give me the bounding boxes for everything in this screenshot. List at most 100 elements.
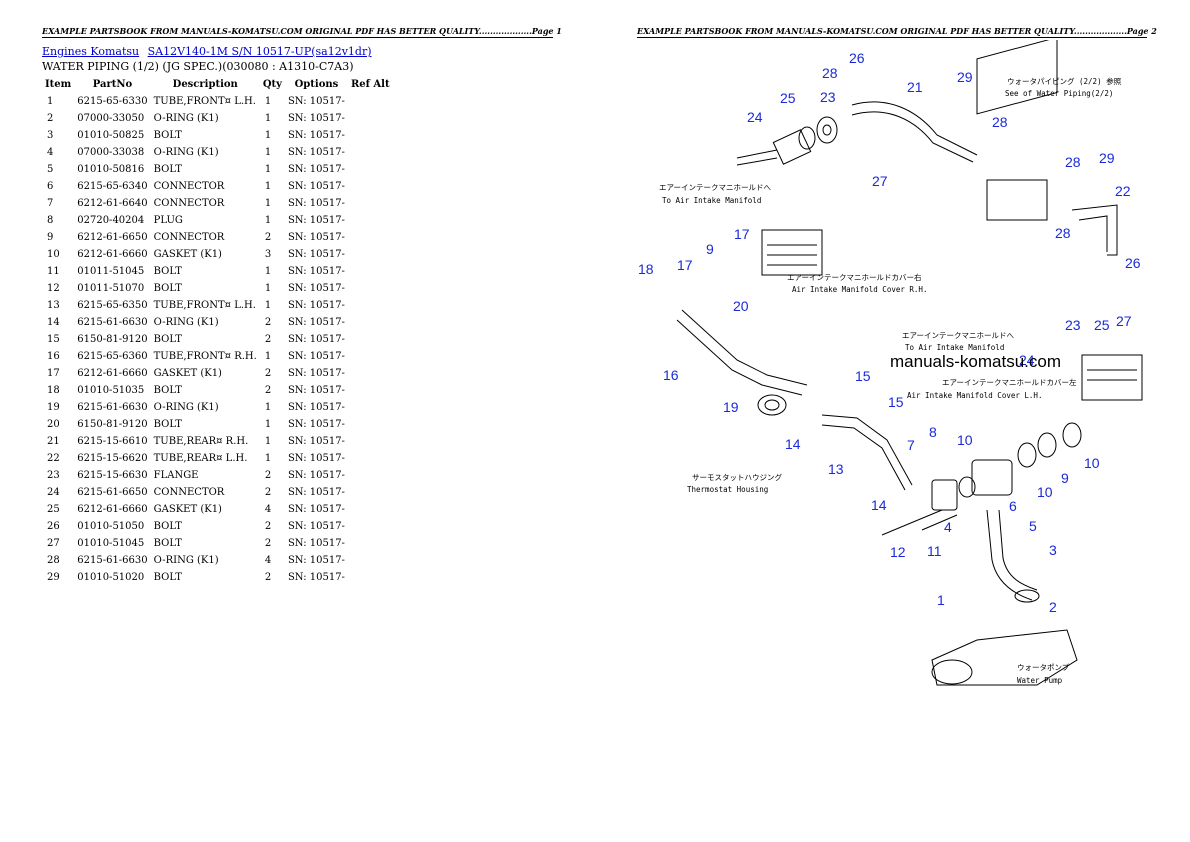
cell-description: TUBE,REAR¤ R.H. — [153, 436, 249, 447]
cell-partno: 6212-61-6660 — [77, 368, 148, 379]
cell-options: SN: 10517- — [287, 572, 345, 583]
cell-options: SN: 10517- — [287, 181, 345, 192]
cell-description: GASKET (K1) — [153, 249, 222, 260]
cell-description: CONNECTOR — [153, 487, 225, 498]
cell-options: SN: 10517- — [287, 147, 345, 158]
breadcrumb-link-engines[interactable]: Engines Komatsu — [42, 45, 140, 58]
cell-qty: 1 — [264, 283, 272, 294]
cell-qty: 1 — [264, 113, 272, 124]
cell-partno: 6212-61-6640 — [77, 198, 148, 209]
cell-description: TUBE,FRONT¤ L.H. — [153, 300, 256, 311]
cell-options: SN: 10517- — [287, 215, 345, 226]
cell-item: 17 — [47, 368, 60, 379]
cell-options: SN: 10517- — [287, 113, 345, 124]
callout-20: 20 — [733, 298, 749, 314]
cell-options: SN: 10517- — [287, 487, 345, 498]
cell-options: SN: 10517- — [287, 555, 345, 566]
cell-qty: 2 — [264, 317, 272, 328]
cell-description: GASKET (K1) — [153, 504, 222, 515]
parts-table: Item PartNo Description Qty Options Ref … — [42, 76, 393, 586]
cell-description: FLANGE — [153, 470, 199, 481]
callout-28: 28 — [822, 65, 838, 81]
cell-qty: 2 — [264, 368, 272, 379]
callout-9: 9 — [1061, 470, 1069, 486]
breadcrumb-link-model[interactable]: SA12V140-1M S/N 10517-UP(sa12v1dr) — [147, 45, 372, 58]
label-air-intake-jp: エアーインテークマニホールドへ — [659, 183, 772, 192]
breadcrumb: Engines Komatsu SA12V140-1M S/N 10517-UP… — [42, 45, 377, 58]
callout-12: 12 — [890, 544, 906, 560]
cell-refalt — [348, 450, 393, 467]
callout-7: 7 — [907, 437, 915, 453]
cell-description: BOLT — [153, 283, 182, 294]
cell-item: 18 — [47, 385, 60, 396]
cell-item: 21 — [47, 436, 60, 447]
callout-14: 14 — [871, 497, 887, 513]
cell-item: 23 — [47, 470, 60, 481]
callout-13: 13 — [828, 461, 844, 477]
cell-partno: 6215-65-6360 — [77, 351, 148, 362]
cell-options: SN: 10517- — [287, 419, 345, 430]
cell-refalt — [348, 246, 393, 263]
cell-description: BOLT — [153, 521, 182, 532]
cell-refalt — [348, 365, 393, 382]
cell-qty: 1 — [264, 96, 272, 107]
cell-partno: 6215-61-6630 — [77, 402, 148, 413]
cell-item: 9 — [47, 232, 54, 243]
cell-qty: 1 — [264, 300, 272, 311]
callout-5: 5 — [1029, 518, 1037, 534]
cell-qty: 1 — [264, 130, 272, 141]
cell-item: 27 — [47, 538, 60, 549]
label-cover-lh-en: Air Intake Manifold Cover L.H. — [907, 391, 1042, 400]
cell-refalt — [348, 263, 393, 280]
callout-17: 17 — [734, 226, 750, 242]
page-header-left: EXAMPLE PARTSBOOK FROM MANUALS-KOMATSU.C… — [42, 26, 562, 38]
cell-options: SN: 10517- — [287, 249, 345, 260]
label-water-piping-jp: ウォータパイピング (2/2) 参照 — [1007, 76, 1122, 86]
cell-description: CONNECTOR — [153, 232, 225, 243]
table-row: 9 6212-61-6650 CONNECTOR 2 SN: 10517- — [42, 229, 393, 246]
col-header-options: Options — [294, 79, 339, 90]
cell-options: SN: 10517- — [287, 521, 345, 532]
callout-25: 25 — [1094, 317, 1110, 333]
callout-15: 15 — [855, 368, 871, 384]
cell-item: 5 — [47, 164, 54, 175]
cell-qty: 1 — [264, 266, 272, 277]
cell-qty: 2 — [264, 572, 272, 583]
cell-partno: 6150-81-9120 — [77, 334, 148, 345]
cell-qty: 2 — [264, 538, 272, 549]
col-header-refalt: Ref Alt — [350, 79, 390, 90]
label-air-intake2-en: To Air Intake Manifold — [905, 343, 1004, 352]
cell-item: 20 — [47, 419, 60, 430]
callout-28: 28 — [1065, 154, 1081, 170]
callout-24: 24 — [747, 109, 763, 125]
cell-partno: 6212-61-6650 — [77, 232, 148, 243]
cell-description: BOLT — [153, 572, 182, 583]
col-header-qty: Qty — [262, 79, 282, 90]
cell-options: SN: 10517- — [287, 232, 345, 243]
cell-description: O-RING (K1) — [153, 555, 219, 566]
cell-options: SN: 10517- — [287, 283, 345, 294]
cell-refalt — [348, 178, 393, 195]
cell-item: 1 — [47, 96, 54, 107]
cell-qty: 2 — [264, 232, 272, 243]
cell-partno: 01010-51035 — [77, 385, 145, 396]
cell-qty: 1 — [264, 351, 272, 362]
cell-refalt — [348, 518, 393, 535]
callout-29: 29 — [957, 69, 973, 85]
label-cover-rh-en: Air Intake Manifold Cover R.H. — [792, 285, 927, 294]
cell-partno: 01010-51050 — [77, 521, 145, 532]
cell-options: SN: 10517- — [287, 436, 345, 447]
